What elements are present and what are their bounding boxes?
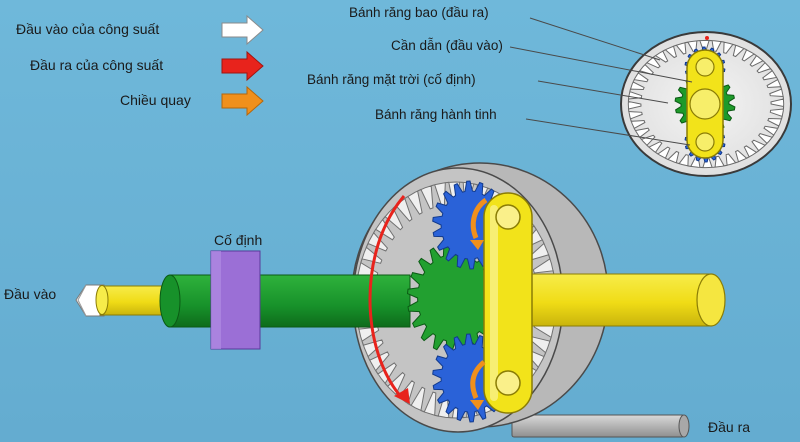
label-input: Đầu vào	[4, 286, 56, 302]
planet-rotation-arrow-bottom-icon	[470, 360, 486, 399]
label-output: Đầu ra	[708, 419, 750, 435]
inset-diagram: Bánh răng bao (đầu ra) Cần dẫn (đầu vào)…	[307, 5, 792, 177]
legend: Đầu vào của công suất Đầu ra của công su…	[16, 14, 264, 117]
inset-carrier-pin-bottom	[695, 132, 715, 152]
carrier-pin-bottom	[495, 370, 521, 396]
inset-ring-gear-teeth	[627, 39, 785, 169]
carrier-pin-top	[495, 204, 521, 230]
main-assembly: Cố định Đầu vào Đầu ra	[4, 162, 750, 438]
inset-carrier-pin-top	[695, 57, 715, 77]
inset-carrier-hub	[689, 88, 721, 120]
sun-shaft	[169, 274, 411, 328]
inset-leader-lines	[509, 17, 693, 146]
legend-input-label: Đầu vào của công suất	[16, 21, 159, 37]
carrier-shaft-end	[696, 273, 726, 327]
output-shaft	[511, 414, 685, 438]
inset-label-sun-gear: Bánh răng mặt trời (cố định)	[307, 72, 476, 87]
label-fixed: Cố định	[214, 232, 262, 248]
legend-input-arrow-icon	[221, 14, 264, 46]
inset-label-planet-gear: Bánh răng hành tinh	[375, 107, 497, 122]
inset-output-marker	[705, 36, 709, 40]
legend-rotation-arrow-icon	[221, 85, 264, 117]
legend-rotation-label: Chiều quay	[120, 92, 191, 108]
planet-rotation-arrow-top-icon	[470, 197, 488, 239]
output-shaft-end	[678, 414, 690, 438]
inset-label-ring-gear: Bánh răng bao (đầu ra)	[349, 5, 489, 20]
legend-output-arrow-icon	[221, 50, 264, 82]
legend-output-label: Đầu ra của công suất	[30, 57, 163, 73]
ring-rotation-arrow-icon	[368, 195, 406, 399]
inset-label-carrier: Cần dẫn (đầu vào)	[391, 38, 503, 53]
